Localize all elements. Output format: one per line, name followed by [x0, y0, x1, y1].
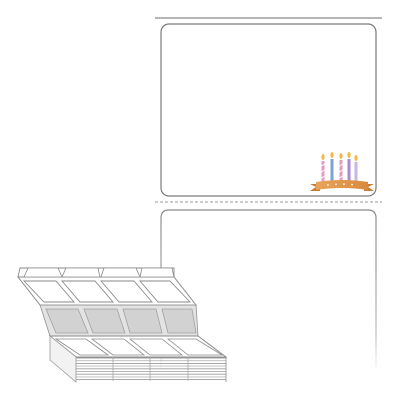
label-top [160, 23, 377, 197]
fanfold-stack-base [48, 335, 228, 358]
fanfold-fold-panel [39, 304, 199, 337]
label-bottom [160, 209, 377, 372]
birthday-candles-icon [310, 152, 374, 191]
fanfold-stack-illustration [16, 267, 228, 383]
fanfold-stack-edges [76, 357, 227, 382]
fanfold-top-sheet [16, 276, 198, 306]
